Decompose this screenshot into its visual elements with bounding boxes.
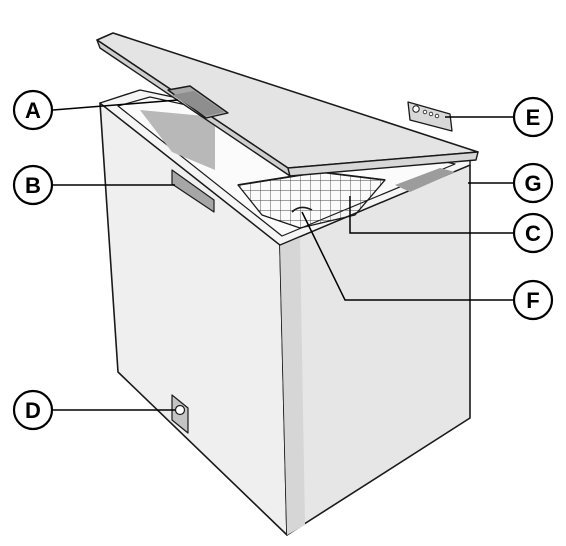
lid-side-edge xyxy=(287,151,479,177)
label-e: E xyxy=(526,105,541,130)
callout-a: A xyxy=(12,89,54,131)
callout-b: B xyxy=(12,164,54,206)
callout-e: E xyxy=(512,96,554,138)
indicator-light-2 xyxy=(428,111,434,117)
leader-a xyxy=(52,99,179,111)
indicator-light-1 xyxy=(422,109,428,115)
inner-back-wall xyxy=(140,110,215,170)
label-a: A xyxy=(25,98,41,123)
label-f: F xyxy=(526,288,539,313)
side-handle-recess xyxy=(171,169,215,213)
callout-g: G xyxy=(512,162,554,204)
basket-handle xyxy=(291,206,313,213)
callout-f: F xyxy=(512,279,554,321)
indicator-light-3 xyxy=(434,113,440,119)
rim-seal-band xyxy=(395,168,455,192)
callout-d: D xyxy=(12,389,54,431)
label-g: G xyxy=(524,171,541,196)
label-b: B xyxy=(25,173,41,198)
control-dial xyxy=(412,105,420,113)
cabinet-side-shadow xyxy=(280,237,305,535)
leader-f xyxy=(301,211,515,301)
lid-handle-grip xyxy=(172,91,224,116)
label-d: D xyxy=(25,398,41,423)
label-c: C xyxy=(525,221,541,246)
drain-plug-cap xyxy=(174,404,186,416)
leader-c xyxy=(349,196,515,234)
callout-leaders xyxy=(52,99,515,411)
callout-c: C xyxy=(512,212,554,254)
